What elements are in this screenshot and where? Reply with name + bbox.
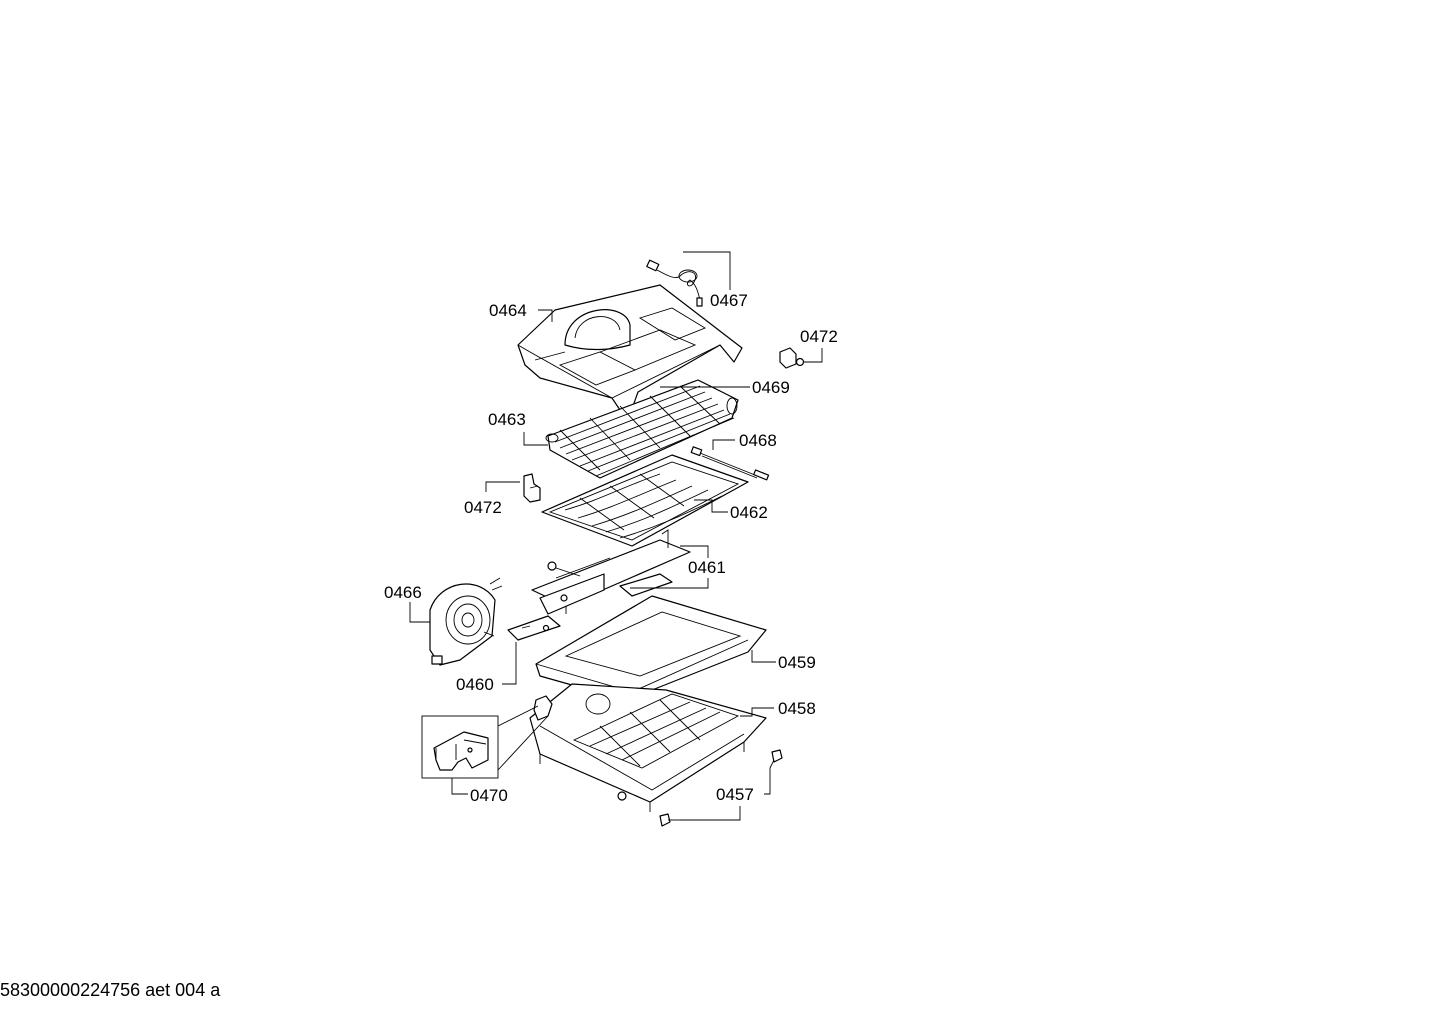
label-0466: 0466 [384, 583, 422, 602]
part-0472-lower-clip[interactable] [523, 473, 541, 503]
part-0457-screws[interactable] [659, 749, 783, 827]
leader-0464 [538, 309, 553, 322]
leader-0472-lower [485, 481, 520, 492]
leader-0457a [764, 768, 771, 795]
label-0467: 0467 [710, 291, 748, 310]
leader-0468 [712, 439, 735, 450]
label-0472-lower: 0472 [464, 498, 502, 517]
leader-0463 [523, 432, 548, 446]
leader-0461b [630, 578, 709, 589]
document-footer-code: 58300000224756 aet 004 a [0, 980, 221, 1000]
part-0472-upper-clip[interactable] [779, 347, 805, 369]
leader-0472-upper [803, 348, 823, 363]
leader-0461 [680, 545, 709, 558]
leader-0457b [680, 806, 741, 821]
part-0458-bottom-tray[interactable] [529, 683, 767, 812]
part-0462-drip-tray[interactable] [541, 454, 749, 547]
part-0467-sensor-cable[interactable] [646, 259, 703, 307]
leader-0459 [751, 650, 776, 663]
label-0461: 0461 [688, 558, 726, 577]
part-0460-cover-plate[interactable] [507, 615, 561, 641]
label-0459: 0459 [778, 653, 816, 672]
label-0464: 0464 [489, 301, 527, 320]
part-0466-fan-assembly[interactable] [429, 577, 503, 666]
leader-0458 [740, 707, 774, 717]
leader-0466 [409, 602, 430, 623]
part-0468-heater-wire[interactable] [690, 446, 770, 481]
label-0472-upper: 0472 [800, 327, 838, 346]
label-0462: 0462 [730, 503, 768, 522]
label-0470: 0470 [470, 786, 508, 805]
leader-0470 [451, 778, 468, 795]
leader-0460 [502, 642, 517, 685]
part-0470-bracket[interactable] [421, 695, 553, 779]
part-0461-air-duct[interactable] [531, 529, 691, 615]
leader-0470b [497, 715, 549, 771]
label-0463: 0463 [488, 410, 526, 429]
leader-0462 [694, 499, 728, 513]
leader-0470a [497, 705, 539, 727]
label-0460: 0460 [456, 675, 494, 694]
label-0457: 0457 [716, 785, 754, 804]
part-0459-floor-panel[interactable] [535, 595, 767, 703]
label-0469: 0469 [752, 378, 790, 397]
part-0464-evaporator-cover[interactable] [517, 284, 743, 421]
label-0468: 0468 [739, 431, 777, 450]
label-0458: 0458 [778, 699, 816, 718]
leader-0467 [683, 251, 731, 290]
part-0463-evaporator-coil[interactable] [545, 379, 739, 479]
